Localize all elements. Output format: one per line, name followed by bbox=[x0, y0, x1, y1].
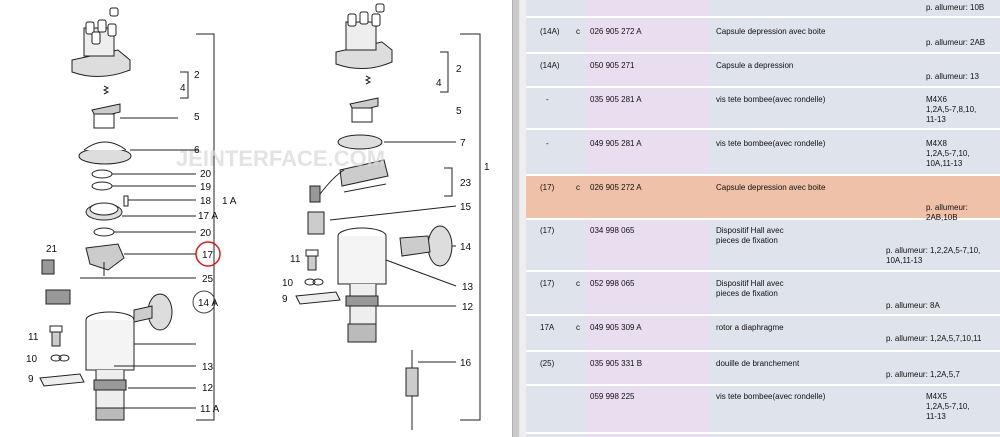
callout-left-21[interactable]: 21 bbox=[46, 244, 58, 255]
callout-left-5[interactable]: 5 bbox=[194, 112, 200, 123]
callout-right-2[interactable]: 2 bbox=[456, 64, 462, 75]
row-remark: p. allumeur: 10B bbox=[926, 3, 985, 12]
watermark-text: JEINTERFACE.COM bbox=[176, 146, 385, 171]
callout-left-20a[interactable]: 20 bbox=[200, 169, 212, 180]
callout-left-1a[interactable]: 1 A bbox=[222, 196, 237, 207]
row-position: 17A bbox=[540, 323, 555, 332]
row-flag: c bbox=[576, 27, 580, 36]
callout-left-17a[interactable]: 17 A bbox=[198, 211, 218, 222]
row-remark: p. allumeur: 13 bbox=[926, 72, 979, 81]
callout-left-11a[interactable]: 11 A bbox=[200, 404, 220, 415]
row-part-number[interactable]: 059 998 225 bbox=[590, 392, 635, 401]
table-row-selected[interactable]: (17) c 026 905 272 A Capsule depression … bbox=[526, 176, 1000, 222]
parts-list: p. allumeur: 10B (14A) c 026 905 272 A C… bbox=[526, 0, 1000, 437]
callout-left-12[interactable]: 12 bbox=[202, 383, 214, 394]
row-description: douille de branchement bbox=[716, 359, 800, 368]
callout-left-13[interactable]: 13 bbox=[202, 362, 214, 373]
row-remark: p. allumeur: 2AB,10B bbox=[926, 203, 968, 222]
row-part-number[interactable]: 035 905 331 B bbox=[590, 359, 643, 368]
callout-right-5[interactable]: 5 bbox=[456, 106, 462, 117]
callout-right-13[interactable]: 13 bbox=[462, 282, 474, 293]
row-description: Dispositif Hall avec pieces de fixation bbox=[716, 279, 784, 298]
callout-right-10[interactable]: 10 bbox=[282, 278, 294, 289]
row-remark: p. allumeur: 1,2A,5,7,10,11 bbox=[886, 334, 982, 343]
callout-left-4[interactable]: 4 bbox=[180, 83, 186, 94]
row-flag: c bbox=[576, 183, 580, 192]
table-row[interactable]: p. allumeur: 10B bbox=[526, 0, 1000, 18]
row-part-number[interactable]: 052 998 065 bbox=[590, 279, 635, 288]
row-remark: p. allumeur: 2AB bbox=[926, 38, 986, 47]
row-part-number[interactable]: 035 905 281 A bbox=[590, 95, 642, 104]
callout-right-11[interactable]: 11 bbox=[290, 254, 301, 265]
row-description: vis tete bombee(avec rondelle) bbox=[716, 95, 826, 104]
callout-right-12[interactable]: 12 bbox=[462, 302, 474, 313]
callout-left-19[interactable]: 19 bbox=[200, 182, 212, 193]
exploded-diagram[interactable]: JEINTERFACE.COM 2 4 5 6 20 19 18 17 A 1 … bbox=[0, 0, 512, 437]
row-part-number[interactable]: 026 905 272 A bbox=[590, 183, 642, 192]
callout-left-14a[interactable]: 14 A bbox=[198, 298, 218, 309]
row-remark: M4X5 1,2A,5-7,10, 11-13 bbox=[926, 392, 970, 421]
pane-splitter-edge bbox=[520, 0, 526, 437]
row-position: (25) bbox=[540, 359, 555, 368]
row-part-number[interactable]: 049 905 281 A bbox=[590, 139, 642, 148]
row-position: (17) bbox=[540, 183, 555, 192]
row-description: vis tete bombee(avec rondelle) bbox=[716, 392, 826, 401]
row-position: - bbox=[546, 139, 549, 148]
callout-left-2[interactable]: 2 bbox=[194, 70, 200, 81]
callout-right-1[interactable]: 1 bbox=[484, 162, 490, 173]
table-row[interactable]: 059 998 225 vis tete bombee(avec rondell… bbox=[526, 386, 1000, 434]
row-description: Dispositif Hall avec pieces de fixation bbox=[716, 226, 784, 245]
row-remark: M4X8 1,2A,5-7,10, 10A,11-13 bbox=[926, 139, 970, 168]
row-position: - bbox=[546, 95, 549, 104]
row-description: Capsule depression avec boite bbox=[716, 27, 826, 36]
callout-left-6[interactable]: 6 bbox=[194, 145, 200, 156]
callout-right-16[interactable]: 16 bbox=[460, 358, 472, 369]
row-position: (17) bbox=[540, 226, 555, 235]
callout-left-20b[interactable]: 20 bbox=[200, 228, 212, 239]
row-remark: M4X6 1,2A,5-7,8,10, 11-13 bbox=[926, 95, 977, 124]
row-position: (17) bbox=[540, 279, 555, 288]
callout-left-17[interactable]: 17 bbox=[202, 250, 214, 261]
callout-right-7[interactable]: 7 bbox=[460, 138, 466, 149]
row-part-number[interactable]: 026 905 272 A bbox=[590, 27, 642, 36]
row-flag: c bbox=[576, 279, 580, 288]
callout-right-14[interactable]: 14 bbox=[460, 242, 472, 253]
table-row[interactable]: (17) c 052 998 065 Dispositif Hall avec … bbox=[526, 272, 1000, 316]
row-description: Capsule a depression bbox=[716, 61, 794, 70]
callout-right-4[interactable]: 4 bbox=[436, 78, 442, 89]
table-row[interactable]: (25) 035 905 331 B douille de branchemen… bbox=[526, 352, 1000, 386]
row-description: vis tete bombee(avec rondelle) bbox=[716, 139, 826, 148]
table-row[interactable]: (14A) c 026 905 272 A Capsule depression… bbox=[526, 20, 1000, 54]
pane-splitter[interactable] bbox=[512, 0, 520, 437]
callout-ring-14a bbox=[192, 290, 216, 314]
table-row[interactable]: - 035 905 281 A vis tete bombee(avec ron… bbox=[526, 88, 1000, 130]
callout-right-23[interactable]: 23 bbox=[460, 178, 472, 189]
table-row[interactable]: - 049 905 281 A vis tete bombee(avec ron… bbox=[526, 130, 1000, 176]
callout-left-10[interactable]: 10 bbox=[26, 354, 38, 365]
table-row[interactable]: (17) 034 998 065 Dispositif Hall avec pi… bbox=[526, 220, 1000, 272]
row-position: (14A) bbox=[540, 27, 560, 36]
callout-left-25[interactable]: 25 bbox=[202, 274, 214, 285]
callout-right-9[interactable]: 9 bbox=[282, 294, 288, 305]
row-description: Capsule depression avec boite bbox=[716, 183, 826, 192]
row-remark: p. allumeur: 1,2,2A,5-7,10, 10A,11-13 bbox=[886, 246, 981, 265]
callout-right-15[interactable]: 15 bbox=[460, 202, 472, 213]
row-part-number[interactable]: 034 998 065 bbox=[590, 226, 635, 235]
table-row[interactable]: (14A) 050 905 271 Capsule a depression p… bbox=[526, 54, 1000, 88]
row-position: (14A) bbox=[540, 61, 560, 70]
row-part-number[interactable]: 050 905 271 bbox=[590, 61, 635, 70]
callout-left-11[interactable]: 11 bbox=[28, 332, 39, 343]
diagram-drawing: JEINTERFACE.COM 2 4 5 6 20 19 18 17 A 1 … bbox=[26, 3, 490, 430]
row-remark: p. allumeur: 8A bbox=[886, 301, 940, 310]
highlight-circle bbox=[195, 241, 221, 267]
row-flag: c bbox=[576, 323, 580, 332]
row-remark: p. allumeur: 1,2A,5,7 bbox=[886, 370, 960, 379]
row-part-number[interactable]: 049 905 309 A bbox=[590, 323, 642, 332]
table-row[interactable]: 17A c 049 905 309 A rotor a diaphragme p… bbox=[526, 316, 1000, 352]
callout-left-18[interactable]: 18 bbox=[200, 196, 212, 207]
callout-left-9[interactable]: 9 bbox=[28, 374, 34, 385]
row-description: rotor a diaphragme bbox=[716, 323, 784, 332]
